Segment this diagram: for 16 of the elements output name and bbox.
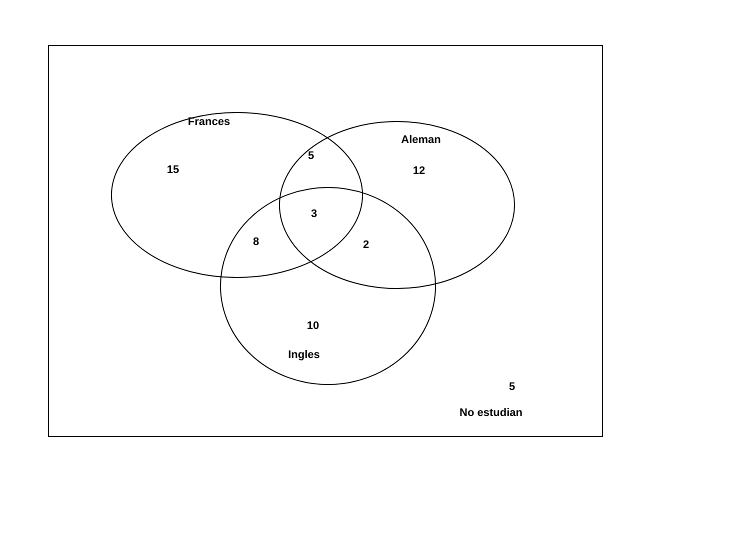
outside-label: No estudian [460, 407, 522, 419]
universe-rectangle [48, 45, 603, 437]
count-number: 5 [308, 150, 314, 162]
count-number: 8 [252, 236, 260, 248]
set-name: Aleman [401, 134, 441, 146]
count-number: 3 [310, 208, 318, 220]
count-number: 2 [362, 239, 370, 251]
set-ellipse [111, 112, 363, 278]
count-number: 5 [508, 381, 516, 393]
set-name: Frances [188, 116, 230, 128]
count-number: 10 [306, 320, 320, 332]
set-name: Ingles [288, 349, 320, 361]
set-ellipse [279, 121, 515, 289]
count-number: 12 [412, 165, 426, 177]
set-ellipse [220, 187, 436, 385]
count-number: 15 [166, 164, 180, 176]
